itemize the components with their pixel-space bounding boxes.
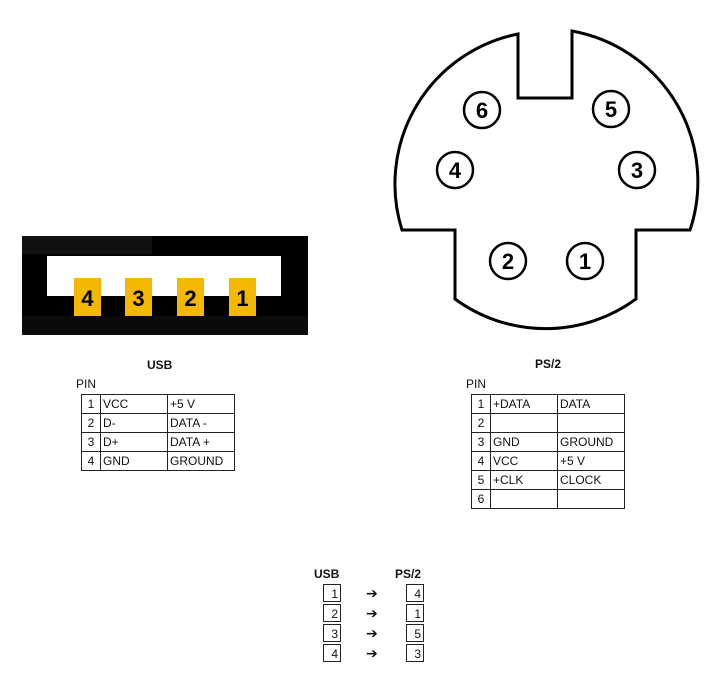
ps2-table-cell-pin: 5 [471,470,491,490]
ps2-table-cell-description: CLOCK [557,470,625,490]
ps2-table-title: PS/2 [535,357,562,371]
mapping-usb-pin: 4 [323,644,341,662]
ps2-pin-4 [435,150,475,190]
mapping-usb-pin: 2 [323,604,341,622]
usb-pin-label: 4 [81,286,94,311]
ps2-table-cell-signal [490,413,558,433]
usb-pin-2 [177,278,204,316]
ps2-table-cell-signal: GND [490,432,558,452]
ps2-pin-6 [462,90,502,130]
usb-pin-4 [74,278,101,316]
usb-table-cell-pin: 1 [81,394,101,414]
mapping-usb-title: USB [314,567,340,581]
ps2-table-cell-pin: 2 [471,413,491,433]
mapping-usb-pin: 3 [323,624,341,642]
usb-shell-lower [22,316,308,335]
usb-table-cell-pin: 2 [81,413,101,433]
ps2-table-cell-description: +5 V [557,451,625,471]
usb-table-cell-pin: 4 [81,451,101,471]
mapping-ps2-pin: 3 [406,644,424,662]
mapping-ps2-title: PS/2 [395,567,422,581]
ps2-table-row: 2 [471,413,625,433]
mapping-ps2-pin: 5 [406,624,424,642]
usb-table-cell-pin: 3 [81,432,101,452]
ps2-table-cell-signal: +DATA [490,394,558,414]
usb-table-cell-signal: D+ [100,432,168,452]
usb-shell-highlight [22,236,152,254]
ps2-pin-1 [565,241,605,281]
usb-table-cell-signal: VCC [100,394,168,414]
ps2-table-cell-description: GROUND [557,432,625,452]
mapping-ps2-pin: 1 [406,604,424,622]
ps2-pin-3 [617,150,657,190]
usb-connector: 4 3 2 1 [22,236,308,335]
ps2-table-cell-description [557,489,625,509]
mapping-arrow-icon: ➔ [366,645,378,661]
ps2-table-cell-pin: 6 [471,489,491,509]
ps2-pin-label: 2 [502,249,514,274]
usb-table-cell-signal: D- [100,413,168,433]
usb-pin-3 [125,278,152,316]
mapping-arrow-icon: ➔ [366,585,378,601]
ps2-table-cell-signal: +CLK [490,470,558,490]
ps2-pin-2 [488,241,528,281]
usb-table-cell-description: GROUND [167,451,235,471]
ps2-table-cell-signal [490,489,558,509]
usb-pin-label: 2 [184,286,196,311]
usb-pin-label: 1 [236,286,248,311]
ps2-pin-label: 3 [631,158,643,183]
usb-pin-label: 3 [132,286,144,311]
usb-table-cell-description: +5 V [167,394,235,414]
ps2-table-cell-pin: 4 [471,451,491,471]
ps2-table-cell-pin: 1 [471,394,491,414]
usb-table-cell-description: DATA + [167,432,235,452]
usb-table-title: USB [147,358,173,372]
ps2-table-cell-signal: VCC [490,451,558,471]
mapping-ps2-pin: 4 [406,584,424,602]
ps2-pin-5 [591,89,631,129]
ps2-table-row: 6 [471,489,625,509]
usb-pin-1 [229,278,256,316]
usb-table-cell-description: DATA - [167,413,235,433]
ps2-table-cell-pin: 3 [471,432,491,452]
usb-table-cell-signal: GND [100,451,168,471]
ps2-table-cell-description: DATA [557,394,625,414]
ps2-connector: 6 5 4 3 2 1 [393,29,700,331]
ps2-pin-label: 6 [476,98,488,123]
mapping-arrow-icon: ➔ [366,605,378,621]
ps2-table-cell-description [557,413,625,433]
ps2-pin-header: PIN [466,377,487,391]
mapping-arrow-icon: ➔ [366,625,378,641]
ps2-pin-label: 1 [579,249,591,274]
ps2-pin-label: 4 [449,158,462,183]
mapping-usb-pin: 1 [323,584,341,602]
usb-pin-header: PIN [76,377,97,391]
ps2-pin-label: 5 [605,97,617,122]
